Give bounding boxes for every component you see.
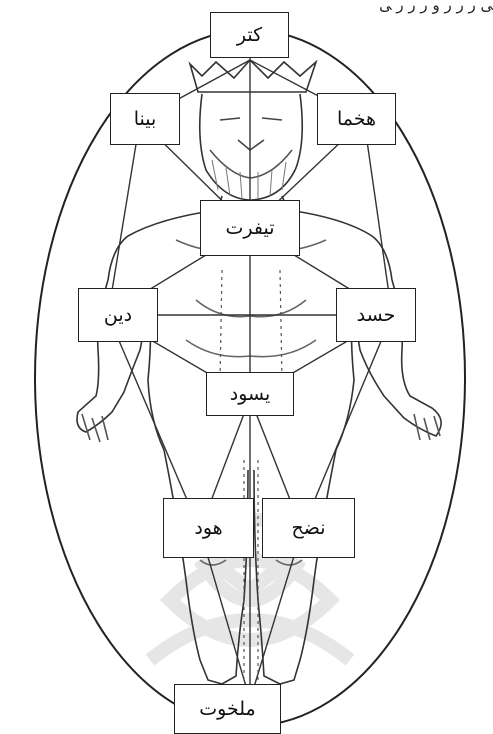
label-hod: هود — [163, 498, 254, 558]
label-chesed: حسد — [336, 288, 416, 342]
label-din: دین — [78, 288, 158, 342]
label-malkhut: ملخوت — [174, 684, 281, 734]
label-chokhmah: هخما — [317, 93, 396, 145]
crown — [190, 60, 316, 92]
label-yesod: یسود — [206, 372, 294, 416]
label-tiferet: تیفرت — [200, 200, 300, 256]
head — [200, 94, 303, 200]
label-keter: کتر — [210, 12, 289, 58]
label-netzach: نضح — [262, 498, 355, 558]
label-binah: بینا — [110, 93, 180, 145]
